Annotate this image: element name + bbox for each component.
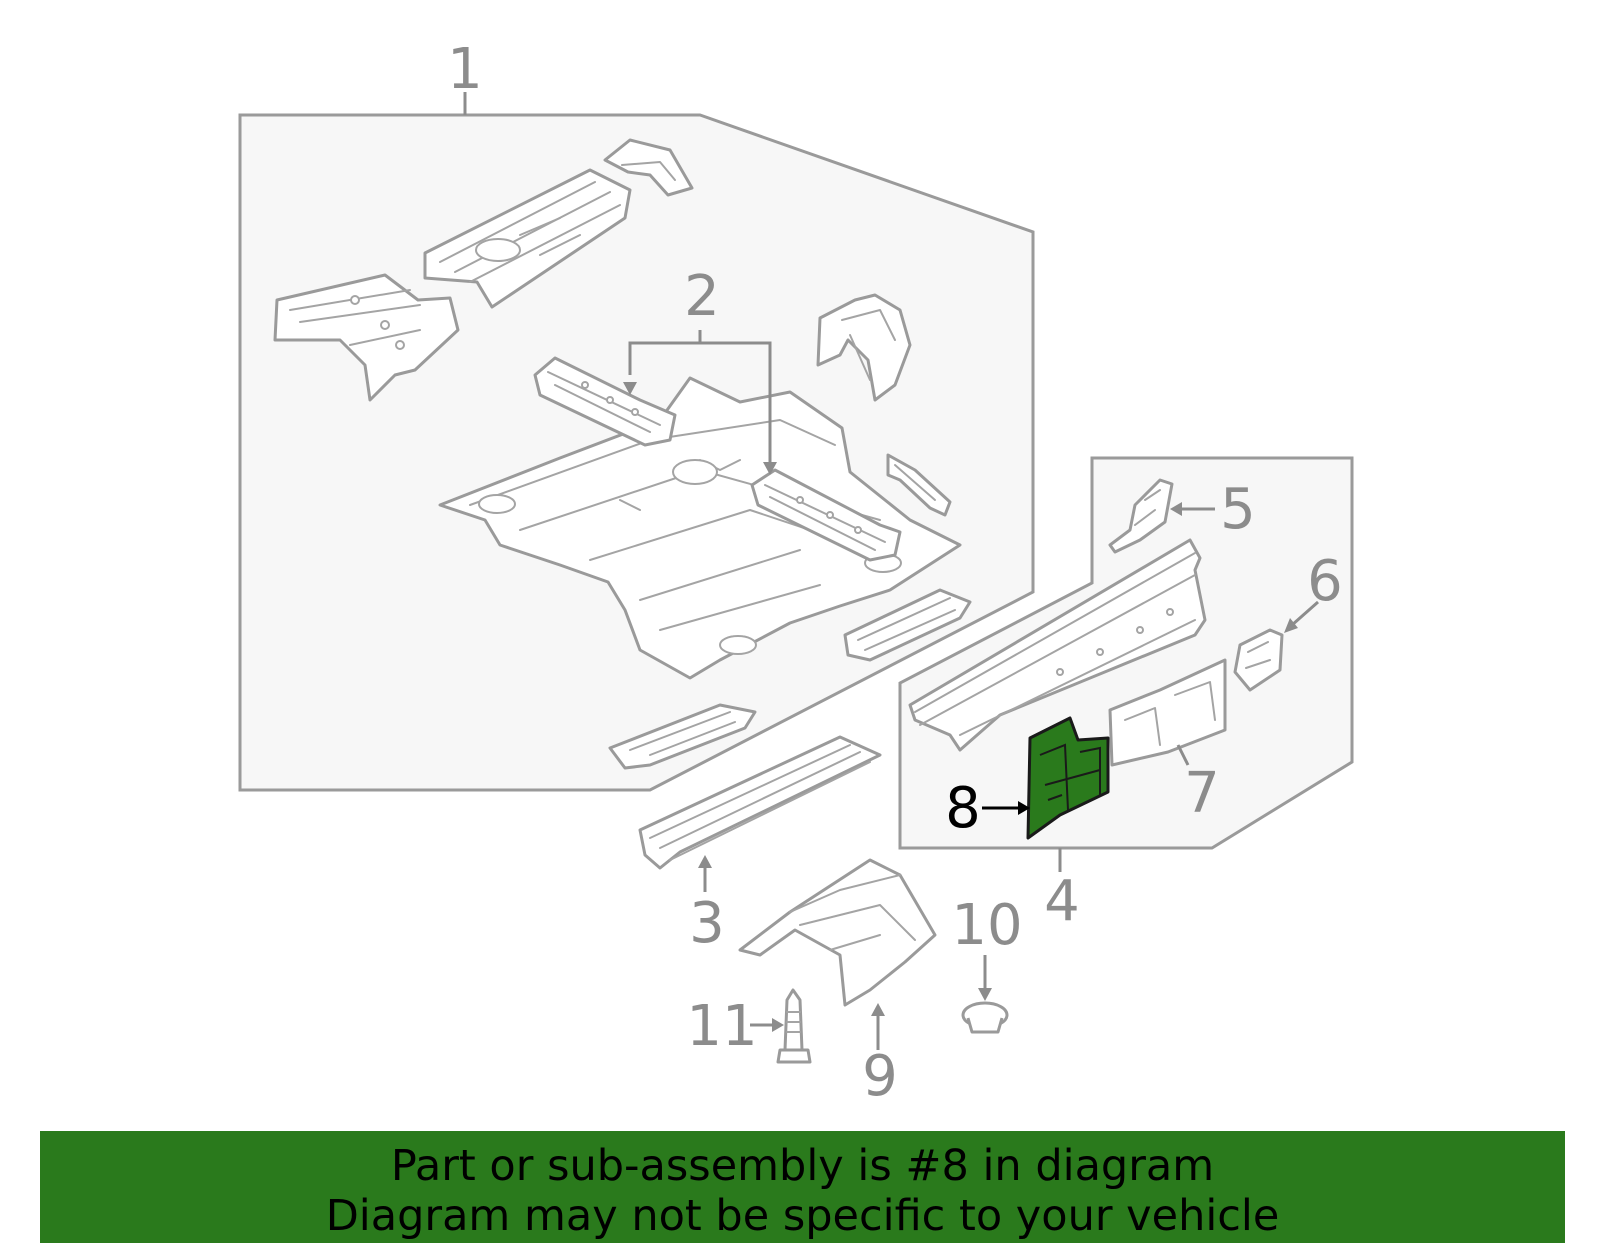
arrowhead-10 bbox=[978, 988, 992, 1001]
bolt-11-part bbox=[776, 988, 812, 1064]
callout-6: 6 bbox=[1307, 549, 1343, 614]
callout-3: 3 bbox=[689, 891, 725, 956]
bracket-6-part bbox=[1233, 628, 1284, 692]
banner-line-disclaimer: Diagram may not be specific to your vehi… bbox=[325, 1191, 1280, 1241]
leader-7 bbox=[1176, 744, 1190, 766]
leader-6 bbox=[1291, 600, 1319, 627]
reinforcement-7-part bbox=[1108, 658, 1227, 767]
arrowhead-11 bbox=[772, 1018, 784, 1032]
floor-reinforcement-part bbox=[608, 703, 757, 770]
rear-corner-bracket-part bbox=[603, 138, 694, 197]
banner-line-part-info: Part or sub-assembly is #8 in diagram bbox=[390, 1141, 1215, 1191]
floor-side-brace-part bbox=[843, 588, 972, 662]
arrowhead-2b bbox=[763, 462, 777, 475]
seat-crossmember-left-part bbox=[533, 356, 677, 447]
bracket-5-part bbox=[1108, 478, 1174, 554]
arrowhead-8 bbox=[1018, 801, 1030, 815]
leader-2 bbox=[628, 330, 772, 465]
seat-crossmember-right-part bbox=[750, 468, 902, 562]
arrowhead-6 bbox=[1284, 618, 1298, 633]
callout-4: 4 bbox=[1044, 869, 1080, 934]
callout-2: 2 bbox=[684, 264, 720, 329]
rear-upright-bracket-part bbox=[816, 293, 912, 402]
clip-nut-10-part bbox=[961, 1001, 1009, 1034]
arrowhead-2a bbox=[623, 382, 637, 395]
side-member-part bbox=[638, 735, 882, 870]
callout-8: 8 bbox=[945, 776, 981, 841]
info-banner: Part or sub-assembly is #8 in diagram Di… bbox=[40, 1131, 1565, 1243]
small-floor-bracket-part bbox=[886, 453, 952, 517]
arrowhead-3 bbox=[698, 855, 712, 868]
front-floor-pan-part bbox=[438, 376, 962, 680]
rear-crossmember-part bbox=[423, 168, 632, 309]
floor-cover-9-part bbox=[738, 858, 937, 1007]
arrowhead-5 bbox=[1170, 502, 1182, 516]
callout-7: 7 bbox=[1184, 761, 1220, 826]
rocker-panel-part bbox=[908, 538, 1207, 752]
arrowhead-9 bbox=[871, 1003, 885, 1016]
callout-11: 11 bbox=[686, 994, 757, 1059]
callout-5: 5 bbox=[1220, 477, 1256, 542]
floor-extension-part-8 bbox=[1026, 716, 1110, 840]
callout-1: 1 bbox=[447, 37, 483, 102]
left-rear-panel-part bbox=[273, 273, 460, 402]
callout-10: 10 bbox=[951, 893, 1022, 958]
callout-9: 9 bbox=[862, 1044, 898, 1109]
